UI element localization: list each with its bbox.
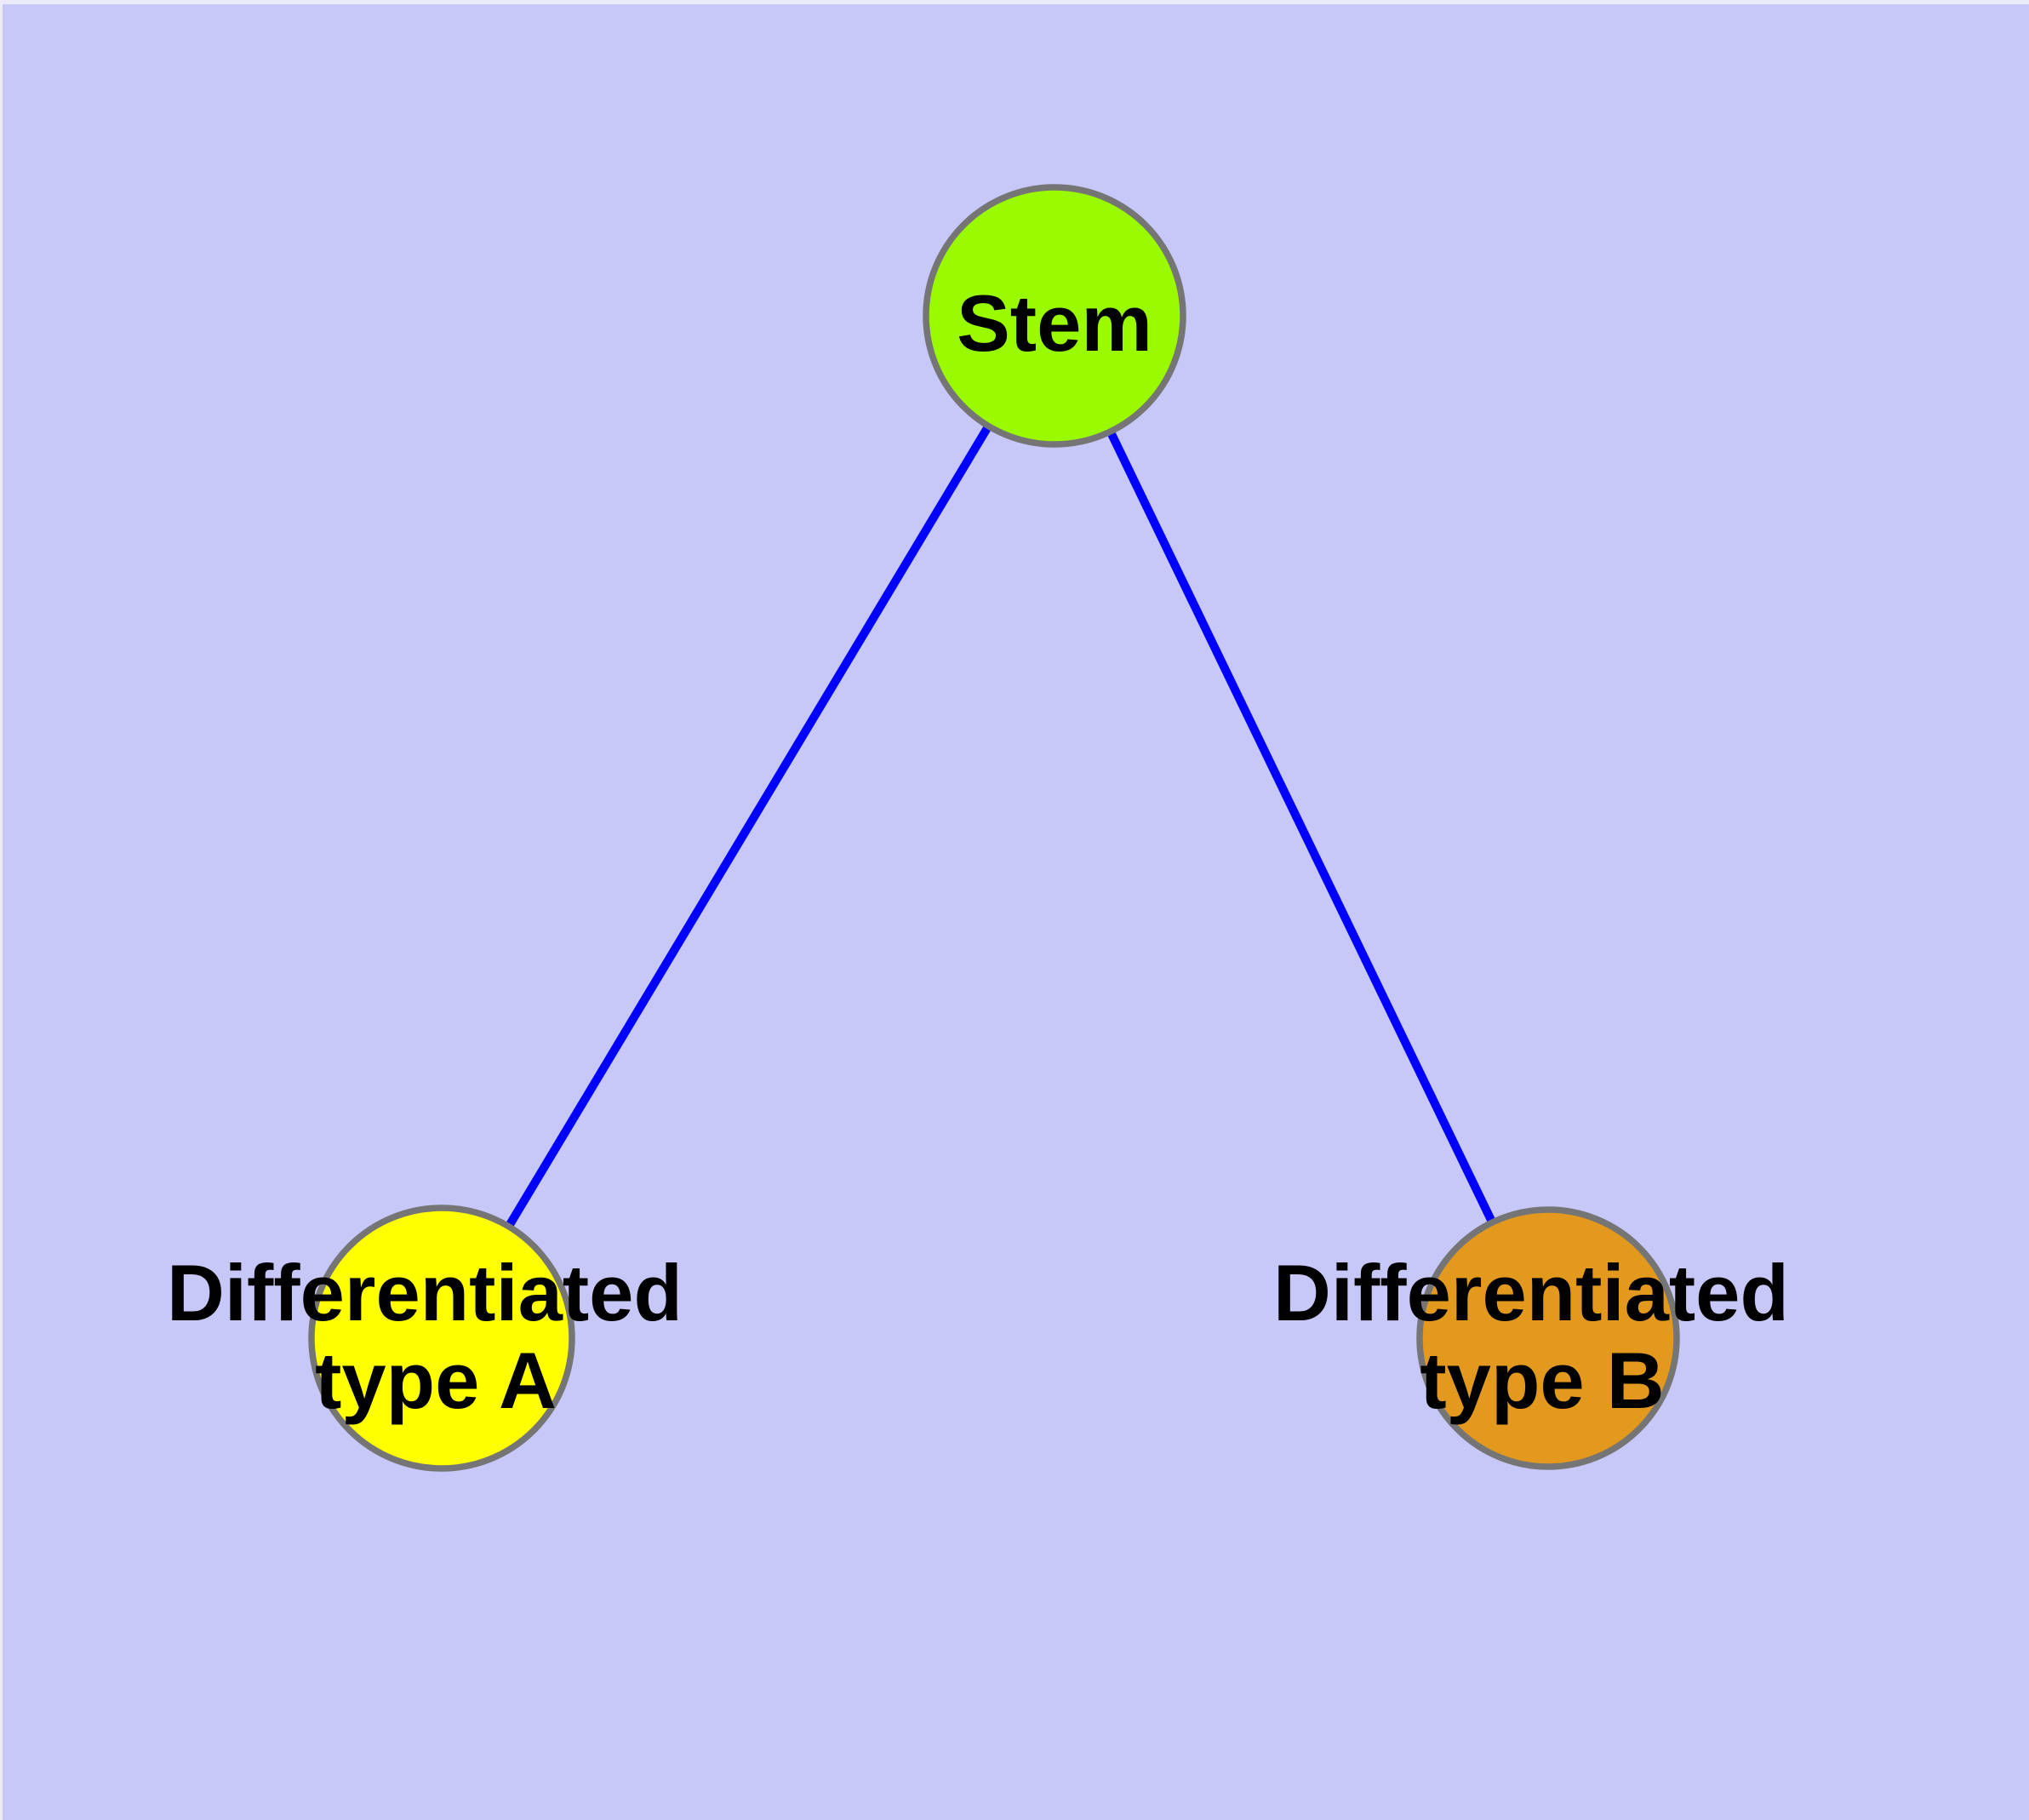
node-differentiated-type-a-label: Differentiated type A bbox=[167, 1248, 705, 1425]
node-group bbox=[308, 184, 1680, 1472]
label-group: Stem Differentiated type A Differentiate… bbox=[167, 278, 1811, 1425]
edge-group bbox=[437, 313, 1552, 1341]
canvas-left-highlight bbox=[0, 0, 3, 1820]
node-differentiated-type-b-label-line1: Differentiated bbox=[1273, 1248, 1789, 1337]
node-stem-label: Stem bbox=[957, 278, 1152, 368]
node-differentiated-type-b-label: Differentiated type B bbox=[1273, 1248, 1811, 1425]
node-differentiated-type-a-label-line2: type A bbox=[315, 1336, 557, 1425]
node-stem bbox=[923, 184, 1186, 448]
node-differentiated-type-b bbox=[1416, 1206, 1680, 1470]
edge-stem-to-differentiated-type-b bbox=[1050, 313, 1552, 1341]
node-differentiated-type-a-label-line1: Differentiated bbox=[167, 1248, 683, 1337]
node-differentiated-type-b-label-line2: type B bbox=[1420, 1336, 1664, 1425]
canvas-top-highlight bbox=[0, 0, 2029, 4]
edge-stem-to-differentiated-type-a bbox=[437, 313, 1059, 1341]
node-differentiated-type-a bbox=[308, 1205, 575, 1472]
